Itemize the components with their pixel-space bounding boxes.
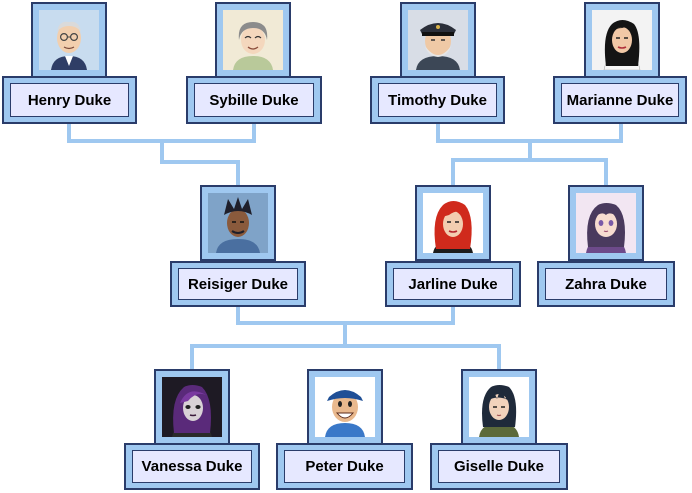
sybille-portrait[interactable] [215,2,291,78]
reisiger-portrait[interactable] [200,185,276,261]
anime-girl-avatar [576,193,636,253]
jarline-name-plate[interactable]: Jarline Duke [385,261,521,307]
marianne-name: Marianne Duke [561,83,679,117]
giselle-name-plate[interactable]: Giselle Duke [430,443,568,490]
sybille-name: Sybille Duke [194,83,314,117]
connector-to-jarline-zahra [451,139,608,188]
sybille-name-plate[interactable]: Sybille Duke [186,76,322,124]
red-haired-woman-avatar [423,193,483,253]
elderly-woman-avatar [223,10,283,70]
spiky-haired-man-avatar [208,193,268,253]
connector-reisiger-jarline [236,305,455,325]
jarline-name: Jarline Duke [393,268,513,300]
cap-boy-avatar [315,377,375,437]
goth-girl-avatar [162,377,222,437]
connector-henry-sybille [67,122,256,143]
marianne-name-plate[interactable]: Marianne Duke [553,76,687,124]
connector-to-reisiger [160,139,240,188]
giselle-portrait[interactable] [461,369,537,445]
henry-portrait[interactable] [31,2,107,78]
dark-haired-woman-avatar [592,10,652,70]
vanessa-name-plate[interactable]: Vanessa Duke [124,443,260,490]
old-captain-avatar [408,10,468,70]
peter-name-plate[interactable]: Peter Duke [276,443,413,490]
henry-name: Henry Duke [10,83,129,117]
peter-name: Peter Duke [284,450,405,483]
soldier-girl-avatar [469,377,529,437]
connector-timothy-marianne [436,122,623,143]
jarline-portrait[interactable] [415,185,491,261]
zahra-name-plate[interactable]: Zahra Duke [537,261,675,307]
peter-portrait[interactable] [307,369,383,445]
reisiger-name: Reisiger Duke [178,268,298,300]
vanessa-portrait[interactable] [154,369,230,445]
zahra-name: Zahra Duke [545,268,667,300]
marianne-portrait[interactable] [584,2,660,78]
reisiger-name-plate[interactable]: Reisiger Duke [170,261,306,307]
elderly-man-glasses-avatar [39,10,99,70]
timothy-name-plate[interactable]: Timothy Duke [370,76,505,124]
vanessa-name: Vanessa Duke [132,450,252,483]
timothy-name: Timothy Duke [378,83,497,117]
zahra-portrait[interactable] [568,185,644,261]
henry-name-plate[interactable]: Henry Duke [2,76,137,124]
connector-to-children [190,321,501,372]
timothy-portrait[interactable] [400,2,476,78]
giselle-name: Giselle Duke [438,450,560,483]
